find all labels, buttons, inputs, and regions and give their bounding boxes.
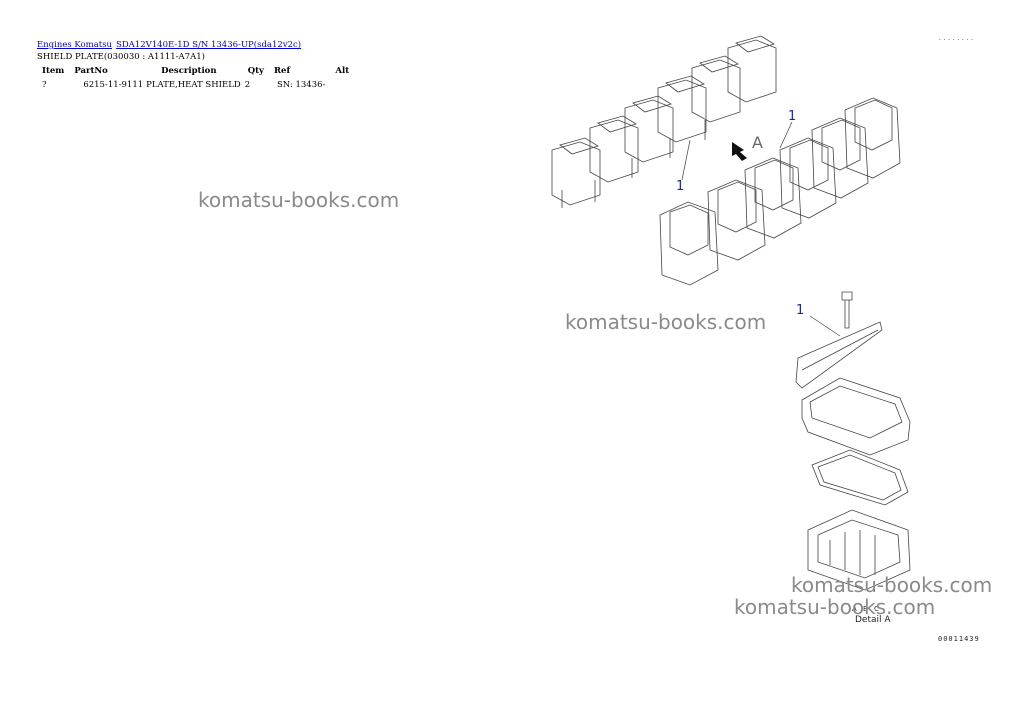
- cell-alt: [330, 78, 354, 92]
- breadcrumb-link-engines[interactable]: Engines Komatsu: [37, 40, 113, 50]
- col-item: Item: [42, 66, 65, 76]
- cell-partno: 6215-11-9111: [83, 80, 144, 90]
- col-qty: Qty: [247, 66, 264, 76]
- drawing-number: 00011439: [938, 635, 980, 643]
- callout-1-detail: 1: [796, 303, 804, 318]
- col-ref: Ref: [273, 66, 291, 76]
- parts-diagram: A 1 1 1: [551, 35, 911, 591]
- corner-code: ........: [938, 35, 975, 42]
- watermark: komatsu-books.com: [198, 188, 400, 212]
- callout-1-left: 1: [676, 179, 684, 194]
- watermark: komatsu-books.com: [565, 310, 767, 334]
- detail-marks: A B C: [852, 605, 881, 613]
- engine-heads-front: [659, 97, 901, 286]
- cell-description: PLATE,HEAT SHIELD: [146, 80, 241, 90]
- col-alt: Alt: [335, 66, 350, 76]
- watermark: komatsu-books.com: [791, 573, 993, 597]
- col-partno: PartNo: [74, 66, 108, 76]
- col-description: Description: [161, 66, 217, 76]
- engine-heads-back: [551, 35, 777, 208]
- watermark: komatsu-books.com: [734, 595, 936, 619]
- detail-caption: Detail A: [855, 615, 891, 625]
- cell-qty: 2: [244, 80, 251, 90]
- view-arrow-label: A: [752, 133, 763, 152]
- table-row: ? 6215-11-9111 PLATE,HEAT SHIELD 2 SN: 1…: [37, 78, 354, 92]
- cell-item: ?: [42, 80, 47, 90]
- cell-ref: SN: 13436-: [276, 80, 326, 90]
- breadcrumb-link-model[interactable]: SDA12V140E-1D S/N 13436-UP(sda12v2c): [116, 40, 302, 50]
- detail-a-drawing: [795, 291, 911, 591]
- view-arrow-icon: [732, 142, 747, 161]
- table-header-row: Item PartNo Description Qty Ref Alt: [37, 64, 354, 78]
- page-title: SHIELD PLATE(030030 : A1111-A7A1): [37, 52, 205, 62]
- parts-table: Item PartNo Description Qty Ref Alt ? 62…: [37, 64, 354, 92]
- callout-1-top: 1: [788, 109, 796, 124]
